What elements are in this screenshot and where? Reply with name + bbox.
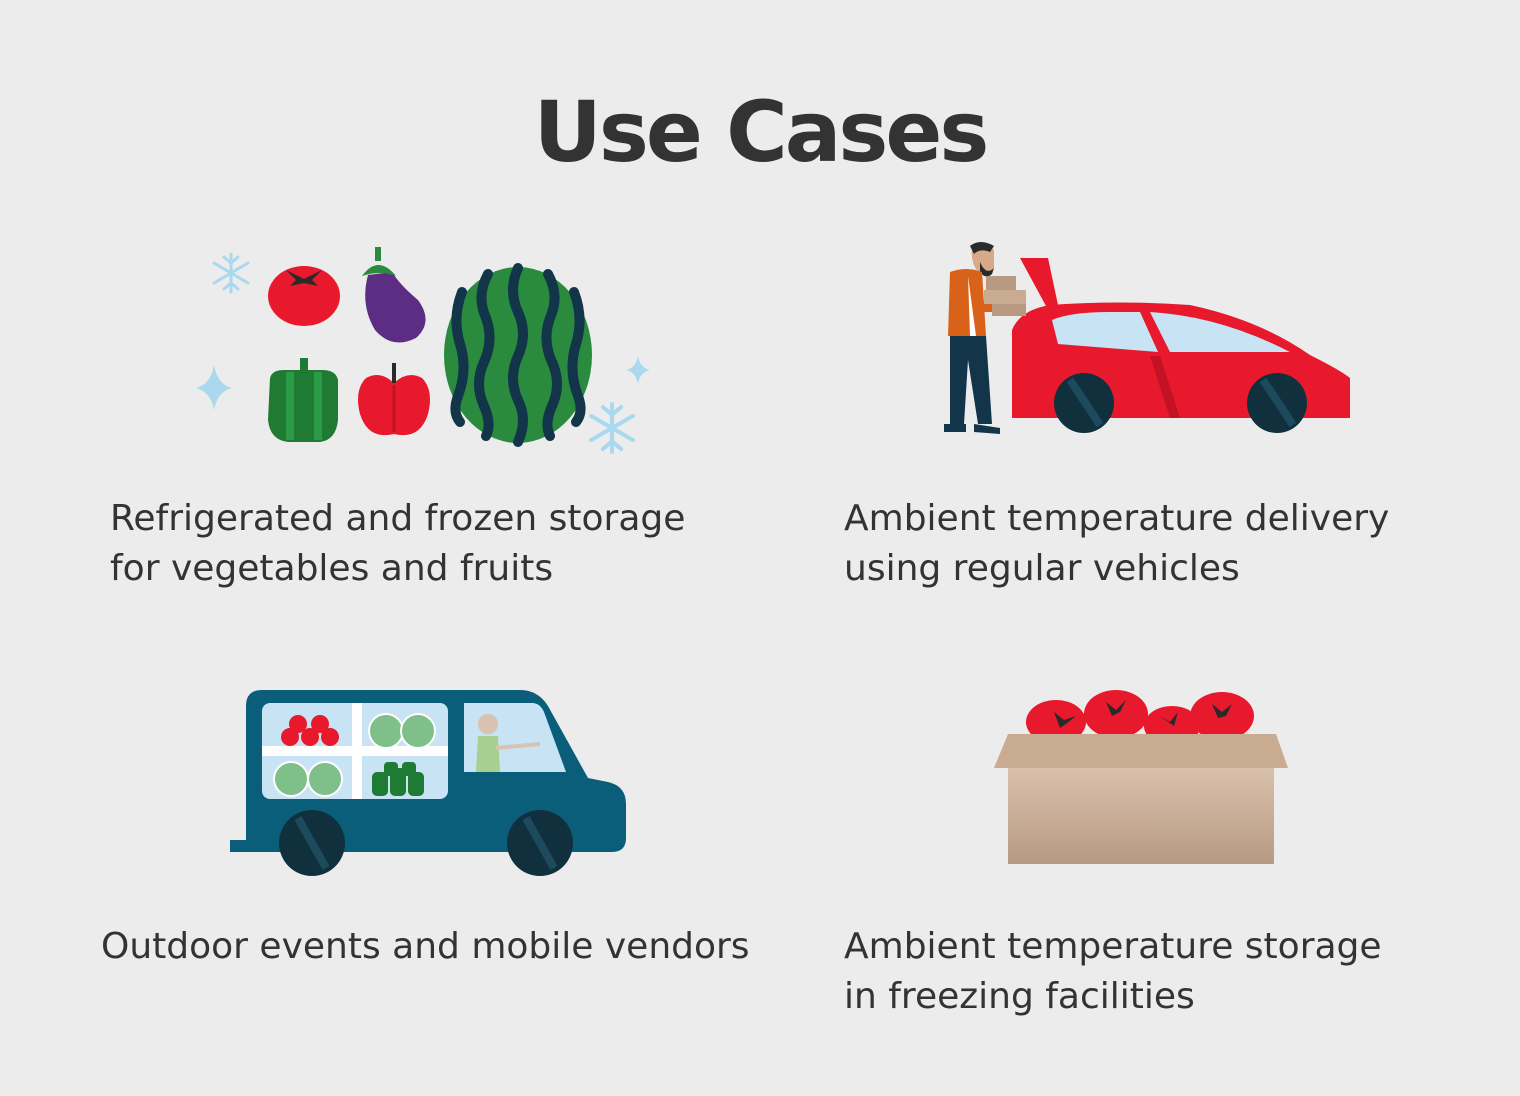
snowflake-icon — [212, 252, 250, 294]
tomatoes-icon — [281, 715, 339, 746]
watermelon-icon — [444, 263, 592, 447]
sparkle-icon — [626, 356, 650, 384]
use-case-caption-storage: Ambient temperature storage in freezing … — [844, 926, 1382, 1017]
cabbage-icon — [273, 713, 436, 797]
tomato-box-icon — [994, 690, 1288, 864]
apple-icon — [358, 363, 430, 436]
use-case-caption-produce: Refrigerated and frozen storage for vege… — [110, 498, 686, 589]
eggplant-icon — [362, 247, 426, 343]
page-title: Use Cases — [533, 83, 990, 181]
tomatoes-icon — [1026, 690, 1254, 746]
package-boxes-icon — [984, 276, 1026, 316]
delivery-person-icon — [944, 242, 1012, 434]
peppers-icon — [372, 762, 424, 796]
pepper-icon — [268, 358, 338, 442]
driver-icon — [476, 714, 541, 772]
vendor-truck-icon — [230, 690, 626, 876]
tomato-icon — [268, 266, 340, 326]
produce-icon — [196, 247, 650, 454]
car-delivery-icon — [944, 242, 1350, 434]
use-case-caption-car: Ambient temperature delivery using regul… — [844, 498, 1390, 589]
sparkle-icon — [196, 365, 232, 410]
use-case-caption-vendor: Outdoor events and mobile vendors — [101, 926, 750, 967]
red-car-icon — [1012, 258, 1350, 433]
snowflake-icon — [589, 402, 635, 454]
